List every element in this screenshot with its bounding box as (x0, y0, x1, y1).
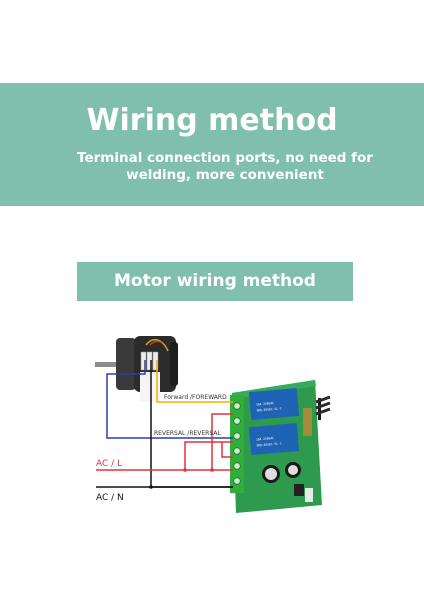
wire-live-jumper-2 (211, 413, 233, 470)
svg-text:10A 250VAC: 10A 250VAC (256, 436, 275, 442)
svg-text:10A 250VAC: 10A 250VAC (256, 401, 275, 407)
wire-reversal (106, 360, 233, 439)
reversal-label: REVERSAL /REVERSAL (154, 430, 221, 437)
motor-illustration (95, 336, 178, 402)
ac-neutral-label: AC / N (96, 493, 124, 503)
wire-live-jumper-1 (184, 441, 233, 470)
wiring-lines (96, 360, 233, 489)
section-heading: Motor wiring method (77, 262, 353, 301)
wire-forward (156, 360, 233, 403)
wire-live-jumper-3 (221, 442, 233, 458)
page-title: Wiring method (86, 103, 338, 138)
svg-text:SRD-05VDC-SL-C: SRD-05VDC-SL-C (256, 441, 282, 447)
terminal-block (230, 395, 244, 493)
relay-board: 10A 250VAC SRD-05VDC-SL-C 10A 250VAC SRD… (232, 380, 331, 513)
page-subtitle: Terminal connection ports, no need for w… (77, 150, 373, 183)
svg-text:SRD-05VDC-SL-C: SRD-05VDC-SL-C (256, 406, 282, 412)
wiring-diagram: 10A 250VAC SRD-05VDC-SL-C 10A 250VAC SRD… (95, 336, 331, 513)
header-banner (0, 83, 424, 206)
forward-label: Forward /FOREWARD (164, 394, 227, 401)
ac-live-label: AC / L (96, 459, 122, 469)
